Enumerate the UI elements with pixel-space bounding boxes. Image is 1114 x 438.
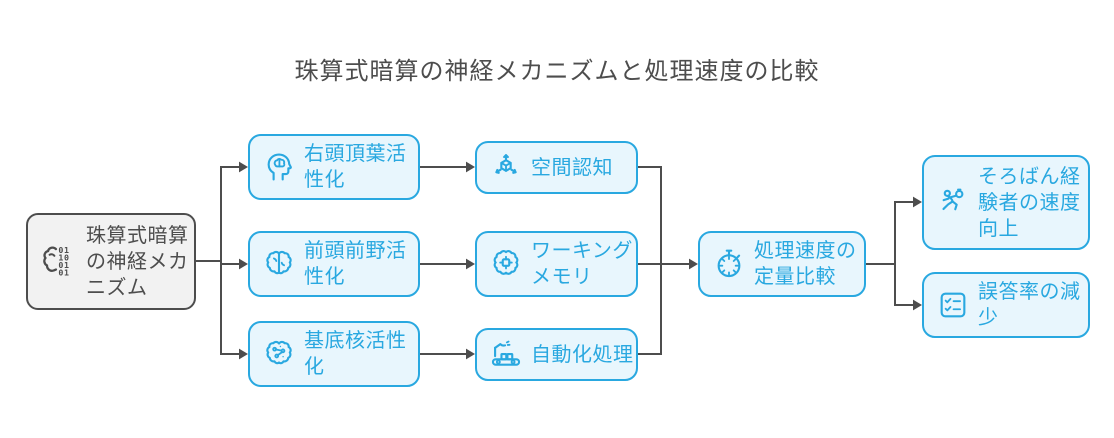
brain-icon bbox=[266, 250, 292, 275]
node-label: 空間認知 bbox=[531, 156, 613, 179]
stopwatch-icon bbox=[717, 249, 741, 278]
brain-chip-icon bbox=[493, 250, 519, 275]
svg-text:01: 01 bbox=[58, 244, 69, 254]
edge-root-to-mechanisms bbox=[195, 161, 248, 360]
node-processing-speed-comparison: 処理速度の 定量比較 bbox=[698, 231, 866, 297]
diagram-title: 珠算式暗算の神経メカニズムと処理速度の比較 bbox=[294, 58, 820, 85]
edge-mechanisms-to-functions bbox=[419, 161, 475, 360]
node-abacus-experts-speed-gain: そろばん経 験者の速度 向上 bbox=[922, 155, 1090, 250]
node-label: 自動化処理 bbox=[531, 343, 634, 366]
conveyor-icon bbox=[491, 340, 521, 366]
brain-circuit-icon bbox=[266, 340, 292, 365]
node-error-rate-reduction: 誤答率の減 少 bbox=[922, 272, 1090, 338]
svg-text:10: 10 bbox=[58, 252, 69, 262]
node-spatial-cognition: 空間認知 bbox=[475, 141, 638, 194]
node-prefrontal-activation: 前頭前野活 性化 bbox=[248, 231, 420, 297]
cube-axes-icon bbox=[495, 153, 517, 174]
node-label: そろばん経 験者の速度 向上 bbox=[978, 165, 1081, 240]
node-automated-processing: 自動化処理 bbox=[475, 328, 638, 381]
node-label: 処理速度の 定量比較 bbox=[754, 240, 857, 288]
svg-text:01: 01 bbox=[58, 259, 69, 269]
node-label: 前頭前野活 性化 bbox=[304, 240, 407, 288]
node-abacus-neural-mechanism: 01 10 01 01 珠算式暗算 の神経メカ ニズム bbox=[26, 213, 196, 310]
node-basal-ganglia-activation: 基底核活性 化 bbox=[248, 321, 420, 387]
checklist-icon bbox=[940, 292, 966, 318]
node-label: 右頭頂葉活 性化 bbox=[304, 143, 407, 191]
node-label: 誤答率の減 少 bbox=[978, 281, 1081, 329]
node-label: 基底核活性 化 bbox=[304, 330, 407, 378]
svg-text:01: 01 bbox=[58, 267, 69, 277]
node-right-parietal-activation: 右頭頂葉活 性化 bbox=[248, 134, 420, 200]
edge-functions-to-compare bbox=[637, 166, 698, 355]
node-label: 珠算式暗算 の神経メカ ニズム bbox=[86, 224, 189, 299]
head-brain-icon bbox=[267, 153, 292, 181]
brain-binary-icon: 01 10 01 01 bbox=[43, 244, 69, 277]
edge-compare-to-results bbox=[865, 196, 922, 311]
runner-stopwatch-icon bbox=[942, 188, 964, 210]
node-working-memory: ワーキング メモリ bbox=[475, 231, 638, 297]
node-label: ワーキング メモリ bbox=[531, 240, 633, 288]
